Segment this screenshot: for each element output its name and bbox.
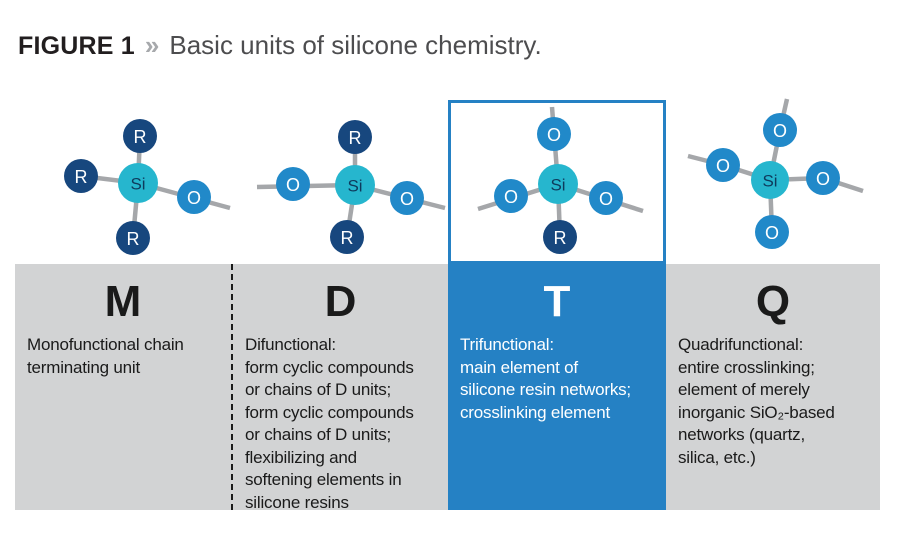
atom-o-label: O — [765, 223, 779, 243]
panel-m-letter: M — [104, 277, 142, 326]
molecule-m: R R R O Si — [64, 119, 231, 255]
panel-m-description: Monofunctional chain terminating unit — [27, 335, 184, 377]
atom-r-label: R — [341, 228, 354, 248]
atom-si — [751, 161, 789, 199]
panel-d-letter: D — [324, 277, 357, 326]
atom-o — [755, 215, 789, 249]
atom-r — [123, 119, 157, 153]
molecule-t: O O O R Si — [477, 106, 644, 254]
atom-o — [537, 117, 571, 151]
atom-r — [116, 221, 150, 255]
atom-si — [118, 163, 158, 203]
unit-panels: M Monofunctional chain terminating unit … — [15, 264, 880, 512]
double-chevron-icon: » — [144, 30, 160, 60]
molecule-d: R R O O Si — [256, 120, 446, 254]
atom-o — [806, 161, 840, 195]
atom-o — [763, 113, 797, 147]
atom-r-label: R — [554, 228, 567, 248]
panel-t-letter: T — [543, 277, 571, 326]
panel-t-description: Trifunctional: main element of silicone … — [460, 335, 631, 422]
molecule-q: O O O O Si — [687, 98, 864, 249]
atom-o-label: O — [286, 175, 300, 195]
panel-q-letter: Q — [755, 277, 791, 326]
panel-q: Q Quadrifunctional: entire crosslinking;… — [666, 264, 880, 510]
figure-caption: Basic units of silicone chemistry. — [169, 30, 542, 60]
atom-o-label: O — [400, 189, 414, 209]
atom-o-label: O — [547, 125, 561, 145]
atom-o-label: O — [599, 189, 613, 209]
atom-o-label: O — [773, 121, 787, 141]
atom-r-label: R — [134, 127, 147, 147]
atom-o — [276, 167, 310, 201]
panel-d: D Difunctional: form cyclic compounds or… — [231, 264, 448, 512]
atom-r-label: R — [127, 229, 140, 249]
atom-o — [177, 180, 211, 214]
atom-si-label: Si — [550, 176, 565, 195]
atom-o — [589, 181, 623, 215]
atom-si — [538, 164, 578, 204]
atom-o — [494, 179, 528, 213]
panel-d-description: Difunctional: form cyclic compounds or c… — [245, 335, 414, 512]
atom-si-label: Si — [762, 172, 777, 191]
atom-o-label: O — [716, 156, 730, 176]
atom-si — [335, 165, 375, 205]
panel-m: M Monofunctional chain terminating unit — [15, 264, 231, 510]
atom-r — [330, 220, 364, 254]
atom-r — [543, 220, 577, 254]
atom-r — [338, 120, 372, 154]
molecule-diagrams: R R R O Si R R O O Si — [64, 98, 864, 255]
atom-si-label: Si — [347, 177, 362, 196]
atom-o-label: O — [816, 169, 830, 189]
panel-q-description: Quadrifunctional: entire crosslinking; e… — [678, 335, 835, 467]
figure-label: FIGURE 1 — [18, 32, 135, 60]
atom-r-label: R — [75, 167, 88, 187]
atom-o-label: O — [187, 188, 201, 208]
atom-o — [390, 181, 424, 215]
panel-t-highlighted: T Trifunctional: main element of silicon… — [448, 264, 666, 510]
atom-r-label: R — [349, 128, 362, 148]
figure-title-row: FIGURE 1 » Basic units of silicone chemi… — [18, 30, 542, 61]
atom-o — [706, 148, 740, 182]
atom-si-label: Si — [130, 175, 145, 194]
atom-r — [64, 159, 98, 193]
atom-o-label: O — [504, 187, 518, 207]
